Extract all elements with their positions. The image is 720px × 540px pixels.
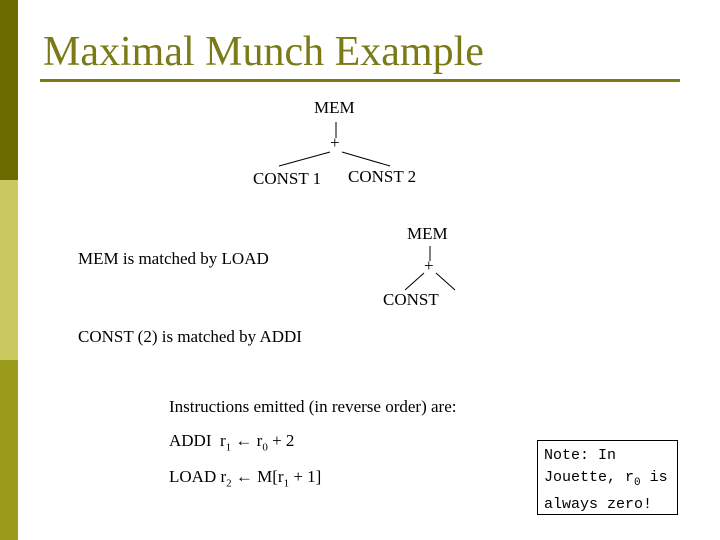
tree1-right-const: CONST 2 xyxy=(348,167,417,186)
instr1-op: ADDI xyxy=(169,431,212,450)
note-box: Note: In Jouette, r0 is always zero! xyxy=(537,440,678,515)
slide-title: Maximal Munch Example xyxy=(43,29,484,75)
instr1-dst-sub: 1 xyxy=(225,441,232,454)
note-line2-sub: 0 xyxy=(634,477,641,489)
tree1-edge-plus-left xyxy=(278,151,331,167)
instructions-heading: Instructions emitted (in reverse order) … xyxy=(169,397,457,416)
tree2-root-mem: MEM xyxy=(407,224,448,243)
note-line2-pre: Jouette, r xyxy=(544,469,635,486)
instr2-dst-reg: r xyxy=(220,467,227,486)
arrow-icon: ← xyxy=(235,431,253,450)
note-line1: Note: In xyxy=(544,447,617,464)
note-line3: always zero! xyxy=(544,496,653,513)
sidebar-accent-top xyxy=(0,0,18,180)
instruction-addi: ADDI r1 ← r0 + 2 xyxy=(169,431,294,453)
const-matched-text: CONST (2) is matched by ADDI xyxy=(78,327,302,346)
instr2-rest: + 1] xyxy=(293,467,322,486)
note-line2-post: is xyxy=(640,469,668,486)
instruction-load: LOAD r2 ← M[r1 + 1] xyxy=(169,467,321,489)
instr1-rest: + 2 xyxy=(272,431,295,450)
instr1-dst-reg: r xyxy=(220,431,226,450)
tree2-edge-plus-left xyxy=(404,272,425,291)
tree1-root-mem: MEM xyxy=(314,98,355,117)
sidebar-accent-middle xyxy=(0,180,18,360)
instr2-pre: M[r xyxy=(257,467,284,486)
title-underline xyxy=(40,79,680,82)
instr2-op: LOAD xyxy=(169,467,217,486)
tree2-edge-plus-right xyxy=(435,272,456,291)
instr2-dst-sub: 2 xyxy=(226,477,232,490)
tree1-left-const: CONST 1 xyxy=(253,169,322,188)
mem-matched-text: MEM is matched by LOAD xyxy=(78,249,269,268)
instr1-src-reg: r xyxy=(256,431,263,450)
arrow-icon: ← xyxy=(235,467,253,486)
instr2-src-sub: 1 xyxy=(283,477,290,490)
tree2-plus: + xyxy=(424,256,434,275)
tree1-plus: + xyxy=(330,133,340,152)
instr1-src-sub: 0 xyxy=(262,441,268,454)
sidebar-accent-bottom xyxy=(0,360,18,540)
note-line2: Jouette, r0 is xyxy=(544,467,671,494)
tree1-edge-plus-right xyxy=(341,151,391,167)
tree2-child-const: CONST xyxy=(383,290,439,309)
